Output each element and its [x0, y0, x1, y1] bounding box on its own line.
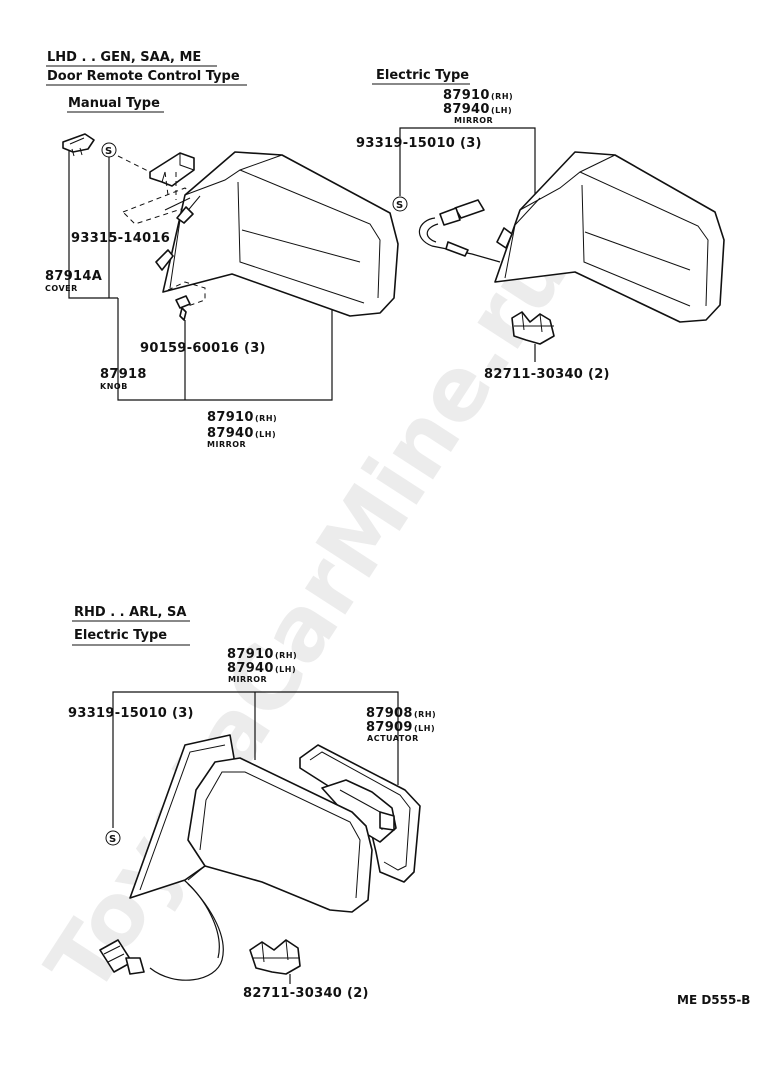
- svg-text:S: S: [105, 146, 112, 157]
- svg-text:(RH): (RH): [491, 92, 513, 101]
- part-number-87940-lh: 87940: [443, 102, 490, 117]
- part-number-87940-lh: 87940: [207, 426, 254, 441]
- part-number-93319: 93319-15010 (3): [68, 706, 194, 721]
- door-remote-control-type-label: Door Remote Control Type: [47, 69, 240, 84]
- svg-text:(RH): (RH): [255, 414, 277, 423]
- clip-part: [249, 939, 301, 984]
- lhd-header: LHD . . GEN, SAA, ME: [47, 50, 201, 65]
- svg-text:(LH): (LH): [275, 665, 296, 674]
- bracket-part: [149, 152, 195, 187]
- part-number-87918: 87918: [100, 367, 147, 382]
- part-number-87910-rh: 87910: [207, 410, 254, 425]
- svg-text:(RH): (RH): [414, 710, 436, 719]
- lhd-electric-labels: 87910 (RH) 87940 (LH) MIRROR 93319-15010…: [356, 88, 610, 382]
- electric-mirror-part: [494, 151, 725, 323]
- part-desc-cover: COVER: [45, 284, 78, 293]
- electric-mirror-part: [129, 734, 373, 913]
- lhd-header-group: LHD . . GEN, SAA, ME Door Remote Control…: [46, 50, 247, 113]
- part-number-93319: 93319-15010 (3): [356, 136, 482, 151]
- part-desc-mirror: MIRROR: [228, 675, 267, 684]
- lhd-electric-diagram: S: [392, 127, 725, 362]
- part-number-87910-rh: 87910: [227, 647, 274, 662]
- rhd-electric-diagram: S: [99, 691, 421, 984]
- electric-type-label: Electric Type: [74, 628, 167, 643]
- part-desc-knob: KNOB: [100, 382, 128, 391]
- part-number-87908-rh: 87908: [366, 706, 413, 721]
- part-number-82711: 82711-30340 (2): [484, 367, 610, 382]
- rhd-electric-labels: 87910 (RH) 87940 (LH) MIRROR 93319-15010…: [68, 647, 436, 1001]
- rhd-header-group: RHD . . ARL, SA Electric Type: [72, 605, 190, 646]
- part-number-87914a: 87914A: [45, 269, 102, 284]
- part-number-82711: 82711-30340 (2): [243, 986, 369, 1001]
- lhd-electric-header: Electric Type: [372, 68, 470, 85]
- svg-text:S: S: [396, 200, 403, 211]
- svg-text:(LH): (LH): [491, 106, 512, 115]
- actuator-part: [299, 744, 421, 883]
- manual-mirror-part: [155, 151, 399, 317]
- svg-text:(LH): (LH): [414, 724, 435, 733]
- part-desc-mirror: MIRROR: [207, 440, 246, 449]
- lhd-manual-diagram: S: [62, 133, 399, 401]
- svg-text:(RH): (RH): [275, 651, 297, 660]
- electric-type-label: Electric Type: [376, 68, 469, 83]
- diagram-code: ME D555-B: [677, 993, 750, 1007]
- clip-part: [511, 311, 555, 362]
- part-number-87940-lh: 87940: [227, 661, 274, 676]
- manual-type-label: Manual Type: [68, 96, 160, 111]
- wire-harness-part: [419, 199, 513, 263]
- rhd-header: RHD . . ARL, SA: [74, 605, 186, 620]
- wire-harness-part: [99, 879, 224, 981]
- svg-text:(LH): (LH): [255, 430, 276, 439]
- part-desc-mirror: MIRROR: [454, 116, 493, 125]
- part-number-87909-lh: 87909: [366, 720, 413, 735]
- part-number-87910-rh: 87910: [443, 88, 490, 103]
- svg-text:S: S: [109, 834, 116, 845]
- standard-part-symbol: S: [101, 142, 117, 158]
- standard-part-symbol: S: [392, 196, 408, 212]
- standard-part-symbol: S: [105, 830, 121, 846]
- lhd-manual-labels: 93315-14016 87914A COVER 90159-60016 (3)…: [45, 231, 277, 449]
- screw-part: [175, 295, 191, 321]
- cover-part: [62, 133, 95, 153]
- part-number-90159: 90159-60016 (3): [140, 341, 266, 356]
- part-number-93315: 93315-14016: [71, 231, 170, 246]
- part-desc-actuator: ACTUATOR: [367, 734, 419, 743]
